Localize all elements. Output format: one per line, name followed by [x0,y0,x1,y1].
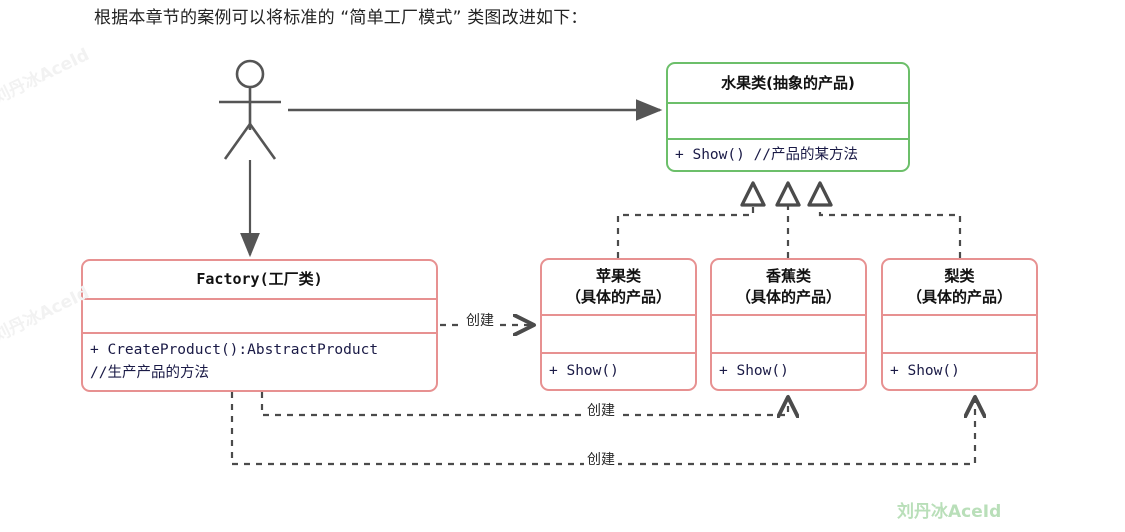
class-box-apple[interactable]: 苹果类 （具体的产品） + Show() [540,258,697,391]
class-attributes-pear [883,314,1036,352]
class-box-factory[interactable]: Factory(工厂类) + CreateProduct():AbstractP… [81,259,438,392]
class-attributes-factory [83,298,436,332]
class-title-abstract-product: 水果类(抽象的产品) [721,73,855,92]
edge-factory-creates-banana [260,392,788,415]
class-attributes-apple [542,314,695,352]
actor-stick-figure [205,58,309,168]
edge-apple-realizes-abstract-product [616,181,766,258]
edge-label-create-pear: 创建 [584,452,618,468]
class-box-pear[interactable]: 梨类 （具体的产品） + Show() [881,258,1038,391]
class-title-factory: Factory(工厂类) [196,270,323,288]
edge-label-create-apple: 创建 [463,313,497,329]
class-attributes-abstract-product [668,102,908,138]
class-title-apple: 苹果类 （具体的产品） [565,267,671,306]
class-operations-factory: + CreateProduct():AbstractProduct //生产产品… [83,332,436,390]
class-title-banana: 香蕉类 （具体的产品） [735,267,841,306]
class-box-abstract-product[interactable]: 水果类(抽象的产品) + Show() //产品的某方法 [666,62,910,172]
page-title: 根据本章节的案例可以将标准的 “简单工厂模式” 类图改进如下： [94,8,588,28]
class-title-pear: 梨类 （具体的产品） [906,267,1012,306]
class-box-banana[interactable]: 香蕉类 （具体的产品） + Show() [710,258,867,391]
class-operations-banana: + Show() [712,352,865,389]
edge-pear-realizes-abstract-product [807,181,962,258]
class-attributes-banana [712,314,865,352]
class-operations-abstract-product: + Show() //产品的某方法 [668,138,908,170]
watermark-left-bottom: 刘丹冰AceId [0,282,93,347]
watermark-brand: 刘丹冰AceId [897,502,1002,522]
watermark-left-top: 刘丹冰AceId [0,44,93,109]
class-operations-apple: + Show() [542,352,695,389]
class-operations-pear: + Show() [883,352,1036,389]
edge-label-create-banana: 创建 [584,403,618,419]
